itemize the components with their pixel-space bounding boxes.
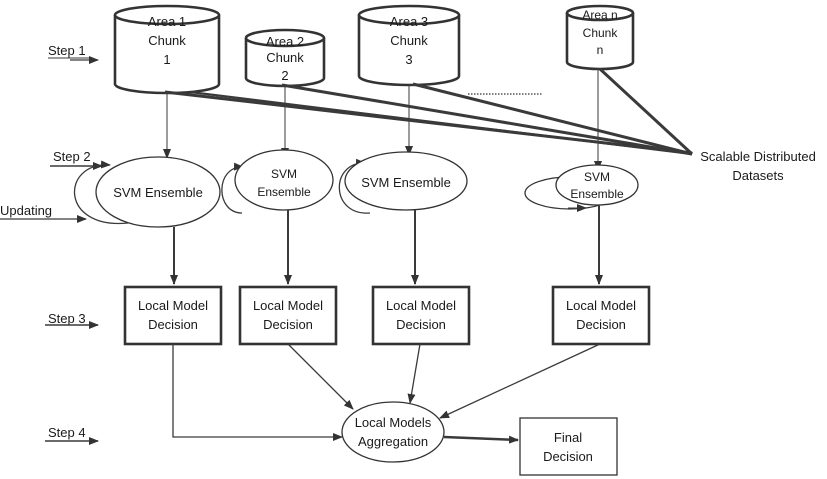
step-4-label: Step 4	[48, 425, 86, 440]
final-decision-sub: Decision	[543, 449, 593, 464]
step-1-label: Step 1	[48, 43, 86, 58]
chunk-1-cylinder: Area 1 Chunk 1	[113, 4, 221, 95]
svm-ensemble-3: SVM Ensemble	[338, 151, 468, 214]
scalable-datasets-label: Scalable Distributed	[700, 149, 816, 164]
step-2-label: Step 2	[53, 149, 91, 164]
chunk-3-cylinder: Area 3 Chunk 3	[357, 4, 461, 87]
svm-ensemble-2: SVM Ensemble	[221, 149, 334, 214]
dataset-links	[164, 67, 694, 156]
local-model-decision-3-sub: Decision	[396, 317, 446, 332]
local-model-decision-1-sub: Decision	[148, 317, 198, 332]
step-labels: Step 1 Step 2 Step 3 Step 4 Updating	[0, 43, 103, 445]
chunk-to-svm-arrows	[163, 69, 602, 171]
scalable-datasets-sub: Datasets	[732, 168, 784, 183]
final-decision: Final Decision	[519, 417, 618, 476]
aggregation-to-final-arrow	[443, 435, 519, 444]
svm-ensemble-n: SVM Ensemble	[524, 164, 639, 212]
aggregation-sub: Aggregation	[358, 434, 428, 449]
svm-ensemble-2-label: SVM	[271, 167, 297, 181]
svm-ensemble-3-label: SVM Ensemble	[361, 175, 451, 190]
svm-ensemble-1-label: SVM Ensemble	[113, 185, 203, 200]
local-model-decision-1-label: Local Model	[138, 298, 208, 313]
chunk-3-num: 3	[405, 52, 412, 67]
local-model-decision-2-label: Local Model	[253, 298, 323, 313]
svm-ensemble-n-label: SVM	[584, 170, 610, 184]
chunk-1-sub: Chunk	[148, 33, 186, 48]
local-model-decision-n: Local Model Decision	[551, 285, 651, 346]
chunk-3-label: Area 3	[390, 14, 428, 29]
decision-to-aggregation-arrows	[172, 343, 601, 441]
chunk-1-num: 1	[163, 52, 170, 67]
updating-label: Updating	[0, 203, 52, 218]
chunk-2-num: 2	[281, 68, 288, 83]
chunk-2-cylinder: Area 2 Chunk 2	[244, 28, 326, 88]
local-model-decision-1: Local Model Decision	[123, 285, 223, 346]
svm-to-decision-arrows	[170, 205, 603, 285]
chunk-n-sub: Chunk	[583, 26, 619, 40]
local-model-decision-n-label: Local Model	[566, 298, 636, 313]
local-models-aggregation: Local Models Aggregation	[341, 401, 445, 463]
chunk-n-label: Area n	[582, 8, 617, 22]
chunk-1-label: Area 1	[148, 14, 186, 29]
local-model-decision-3: Local Model Decision	[371, 285, 471, 346]
local-model-decision-n-sub: Decision	[576, 317, 626, 332]
chunk-n-num: n	[597, 43, 604, 57]
chunk-n-cylinder: Area n Chunk n	[565, 4, 635, 71]
chunk-2-sub: Chunk	[266, 50, 304, 65]
aggregation-label: Local Models	[355, 415, 432, 430]
svm-ensemble-1: SVM Ensemble	[74, 156, 221, 228]
svm-ensemble-2-sub: Ensemble	[257, 185, 311, 199]
svm-ensemble-n-sub: Ensemble	[570, 187, 624, 201]
step-3-label: Step 3	[48, 311, 86, 326]
local-model-decision-2: Local Model Decision	[238, 285, 338, 346]
local-model-decision-3-label: Local Model	[386, 298, 456, 313]
chunk-3-sub: Chunk	[390, 33, 428, 48]
local-model-decision-2-sub: Decision	[263, 317, 313, 332]
chunk-2-label: Area 2	[266, 34, 304, 49]
final-decision-label: Final	[554, 430, 582, 445]
